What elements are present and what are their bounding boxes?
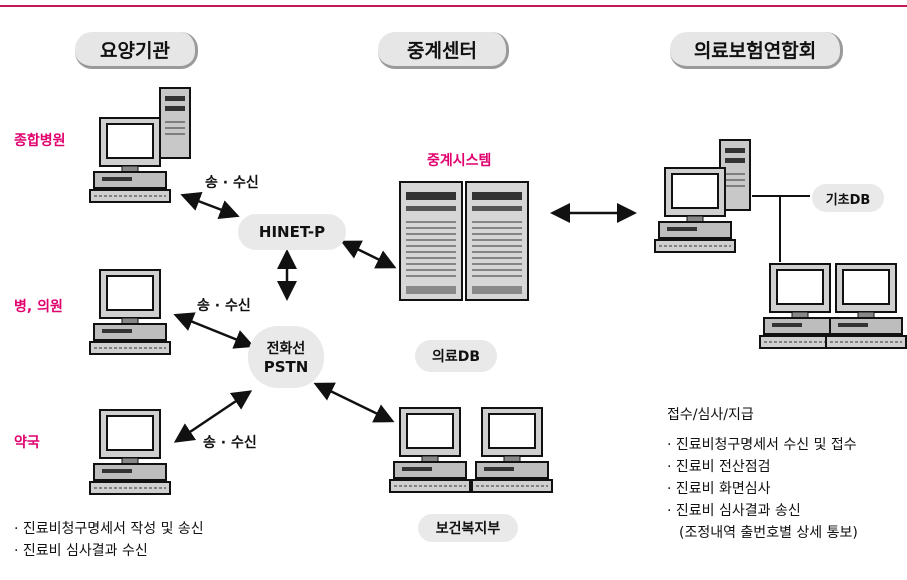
label-pharmacy: 약국 (14, 435, 40, 451)
basic-db-cloud: 기초DB (812, 184, 884, 212)
pharmacy-computer-icon (89, 409, 171, 495)
header-insurance-federation: 의료보험연합회 (670, 32, 843, 69)
task-item: · 진료비청구명세서 작성 및 송신 (14, 521, 204, 537)
process-item: · 진료비 심사결과 송신 (667, 503, 801, 519)
process-item: (조정내역 출번호별 상세 통보) (679, 525, 858, 541)
arrow-hospital-hinet (180, 191, 240, 220)
top-divider (0, 5, 907, 7)
arrow-hinet-server (340, 240, 397, 269)
pstn-label-line1: 전화선 (266, 341, 306, 357)
arrow-pstn-ministry (313, 382, 395, 423)
federation-main-computer-icon (654, 139, 751, 253)
federation-workstation-icon (759, 263, 907, 349)
label-send-receive-1: 송 · 수신 (205, 175, 259, 191)
process-item: · 진료비 전산점검 (667, 459, 771, 475)
ministry-label: 보건복지부 (418, 514, 518, 542)
hinet-network-cloud: HINET-P (238, 214, 346, 250)
federation-process-list: 접수/심사/지급 · 진료비청구명세서 수신 및 접수 · 진료비 전산점검 ·… (667, 404, 858, 544)
process-item: · 진료비 화면심사 (667, 481, 771, 497)
federation-link-lines (752, 195, 810, 262)
process-title: 접수/심사/지급 (667, 407, 754, 423)
task-item: · 진료비 심사결과 수신 (14, 543, 148, 559)
label-send-receive-3: 송 · 수신 (203, 435, 257, 451)
institution-task-list: · 진료비청구명세서 작성 및 송신 · 진료비 심사결과 수신 (14, 518, 204, 562)
label-send-receive-2: 송 · 수신 (197, 298, 251, 314)
arrow-pharmacy-pstn (173, 390, 253, 443)
pstn-network-cloud: 전화선 PSTN (248, 326, 324, 388)
ministry-computer-icon (389, 407, 553, 493)
process-item: · 진료비청구명세서 수신 및 접수 (667, 437, 857, 453)
medical-db-cloud: 의료DB (415, 340, 497, 372)
header-relay-center: 중계센터 (378, 32, 509, 69)
label-relay-system: 중계시스템 (427, 153, 492, 169)
relay-server-icon (399, 181, 529, 301)
general-hospital-computer-icon (89, 87, 191, 203)
header-medical-institutions: 요양기관 (75, 32, 198, 69)
label-general-hospital: 종합병원 (14, 133, 66, 149)
clinic-computer-icon (89, 269, 171, 355)
pstn-label-line2: PSTN (263, 358, 309, 376)
arrow-clinic-pstn (173, 312, 255, 349)
label-clinic: 병, 의원 (14, 299, 63, 315)
